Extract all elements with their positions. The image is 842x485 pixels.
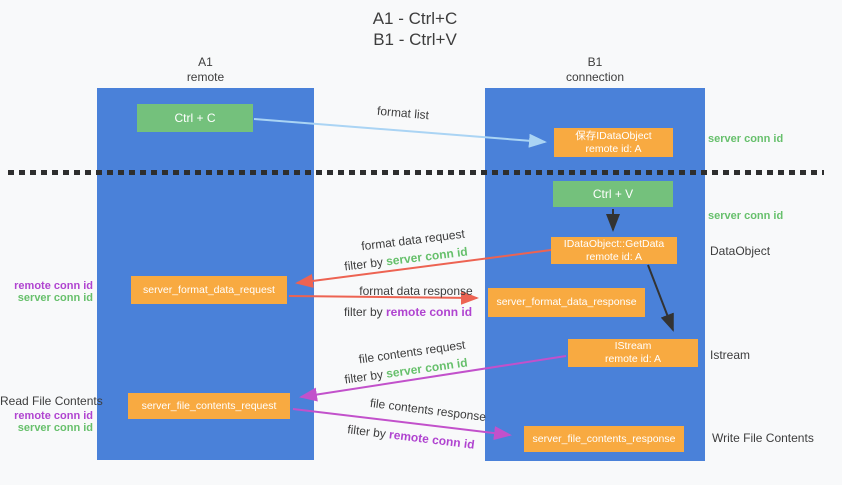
idataobject-getdata-node: IDataObject::GetData remote id: A [551, 237, 677, 264]
server-file-contents-request-node: server_file_contents_request [128, 393, 290, 419]
remote-conn-id-text: remote conn id [388, 427, 476, 452]
server-conn-id-annotation-left-2: server conn id [17, 422, 93, 434]
file-contents-response-label: file contents response [369, 395, 487, 425]
istream-node: IStream remote id: A [568, 339, 698, 367]
filter-by-text: filter by [346, 422, 387, 441]
remote-conn-id-annotation-left-1: remote conn id [14, 280, 93, 292]
ctrl-v-node: Ctrl + V [553, 181, 673, 207]
ctrl-c-label: Ctrl + C [174, 110, 216, 125]
remote-conn-id-annotation-left-2: remote conn id [14, 410, 93, 422]
write-file-contents-annotation: Write File Contents [712, 431, 814, 445]
getdata-line1: IDataObject::GetData [563, 237, 665, 250]
server-file-contents-response-node: server_file_contents_response [524, 426, 684, 452]
server-format-data-response-node: server_format_data_response [488, 288, 645, 317]
ctrl-c-node: Ctrl + C [137, 104, 253, 132]
istream-annotation: Istream [710, 348, 751, 362]
column-a1-subtitle: remote [186, 70, 225, 84]
format-data-response-filter-label: filter by remote conn id [344, 305, 472, 319]
ctrl-v-label: Ctrl + V [592, 186, 634, 201]
istream-line1: IStream [614, 340, 652, 352]
column-header-b1: B1 connection [485, 55, 705, 85]
column-header-a1: A1 remote [97, 55, 314, 85]
server-conn-id-annotation-top: server conn id [708, 133, 784, 145]
format-response-label: server_format_data_response [496, 296, 637, 308]
server-conn-id-annotation-left-1: server conn id [17, 292, 93, 304]
format-data-response-label: format data response [359, 284, 473, 298]
file-request-label: server_file_contents_request [141, 399, 277, 412]
file-contents-response-filter-label: filter by remote conn id [347, 422, 476, 452]
istream-line2: remote id: A [604, 353, 662, 365]
filter-by-text: filter by [343, 305, 383, 319]
getdata-line2: remote id: A [585, 250, 643, 263]
remote-conn-id-text: remote conn id [386, 305, 473, 319]
save-idataobject-line1: 保存IDataObject [575, 129, 652, 142]
save-idataobject-node: 保存IDataObject remote id: A [554, 128, 673, 157]
filter-by-text: filter by [343, 254, 384, 274]
dotted-separator-line [8, 170, 824, 175]
filter-by-text: filter by [343, 367, 384, 387]
file-response-label: server_file_contents_response [532, 432, 676, 445]
format-request-label: server_format_data_request [143, 283, 275, 296]
read-file-contents-annotation: Read File Contents [0, 394, 103, 408]
column-b1-name: B1 [587, 55, 603, 69]
column-b1-subtitle: connection [565, 70, 625, 84]
diagram-title: A1 - Ctrl+C B1 - Ctrl+V [0, 8, 830, 50]
title-line-2: B1 - Ctrl+V [373, 30, 457, 49]
server-conn-id-annotation-mid: server conn id [708, 210, 784, 222]
format-list-label: format list [376, 103, 430, 123]
title-line-1: A1 - Ctrl+C [372, 9, 458, 28]
save-idataobject-line2: remote id: A [585, 142, 642, 155]
server-format-data-request-node: server_format_data_request [131, 276, 287, 304]
dataobject-annotation: DataObject [710, 244, 771, 258]
column-a1-name: A1 [198, 55, 213, 69]
